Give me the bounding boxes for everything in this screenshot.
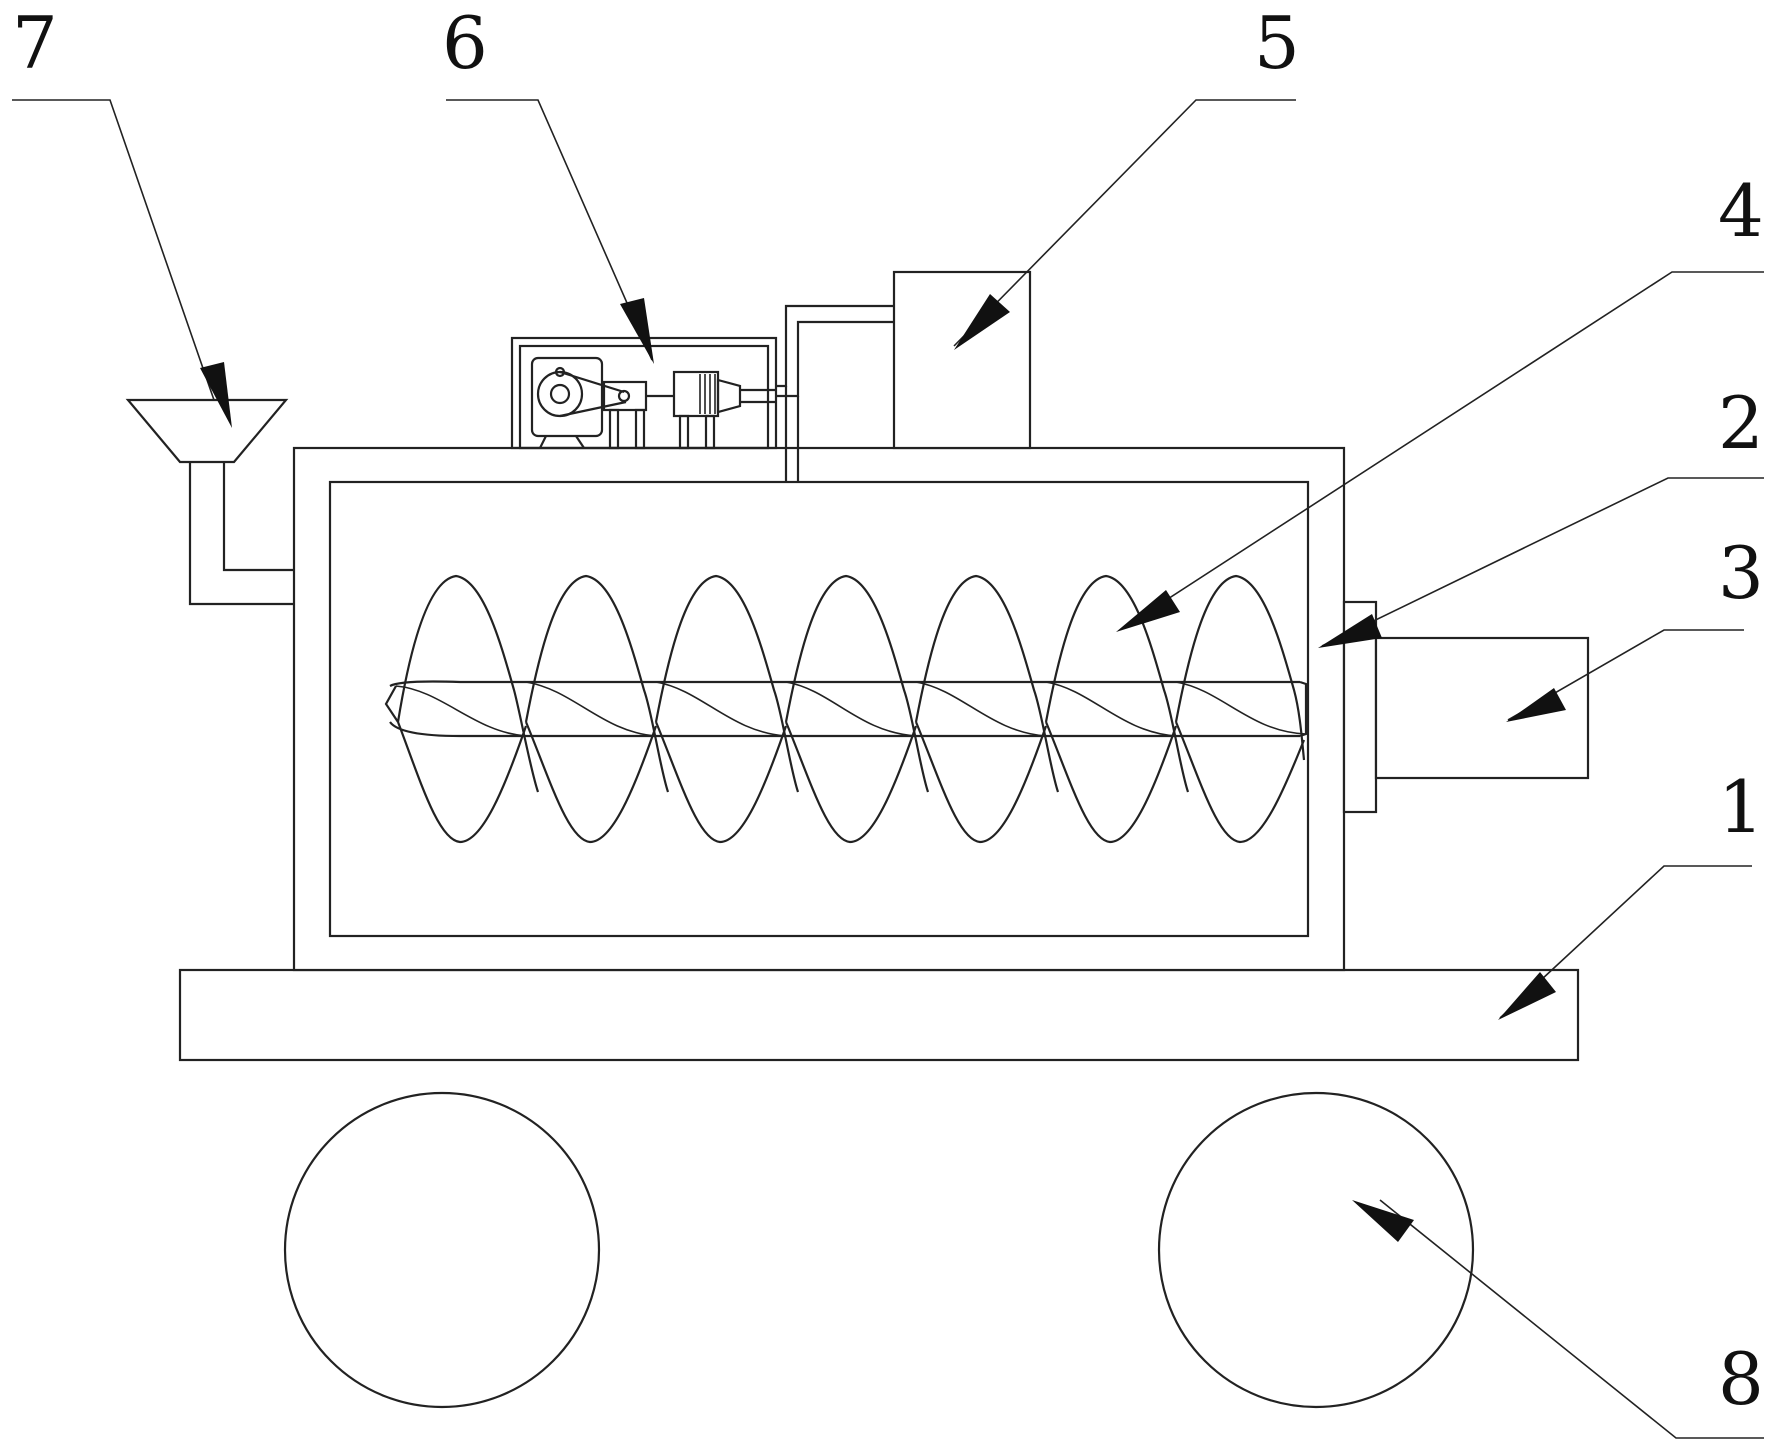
tank-outer-wall (294, 448, 1344, 970)
callout-6: 6 (442, 1, 488, 85)
callout-3: 3 (1718, 531, 1764, 615)
pipe-inner (776, 322, 894, 396)
leader-line-7 (12, 100, 214, 400)
wheel-left (285, 1093, 599, 1407)
leader-line-6 (446, 100, 652, 360)
pipe-outer (776, 306, 894, 386)
callout-7: 7 (12, 1, 58, 85)
control-box (894, 272, 1030, 448)
drive-assembly (512, 338, 776, 448)
wheel-right (1159, 1093, 1473, 1407)
callout-2: 2 (1718, 381, 1764, 465)
callout-4: 4 (1718, 169, 1764, 253)
callout-1: 1 (1718, 765, 1764, 849)
feed-hopper (128, 400, 294, 604)
leader-arrow-6 (620, 298, 654, 364)
leader-line-2 (1322, 478, 1764, 646)
callout-5: 5 (1254, 1, 1300, 85)
base-plate (180, 970, 1578, 1060)
callout-8: 8 (1718, 1337, 1764, 1421)
